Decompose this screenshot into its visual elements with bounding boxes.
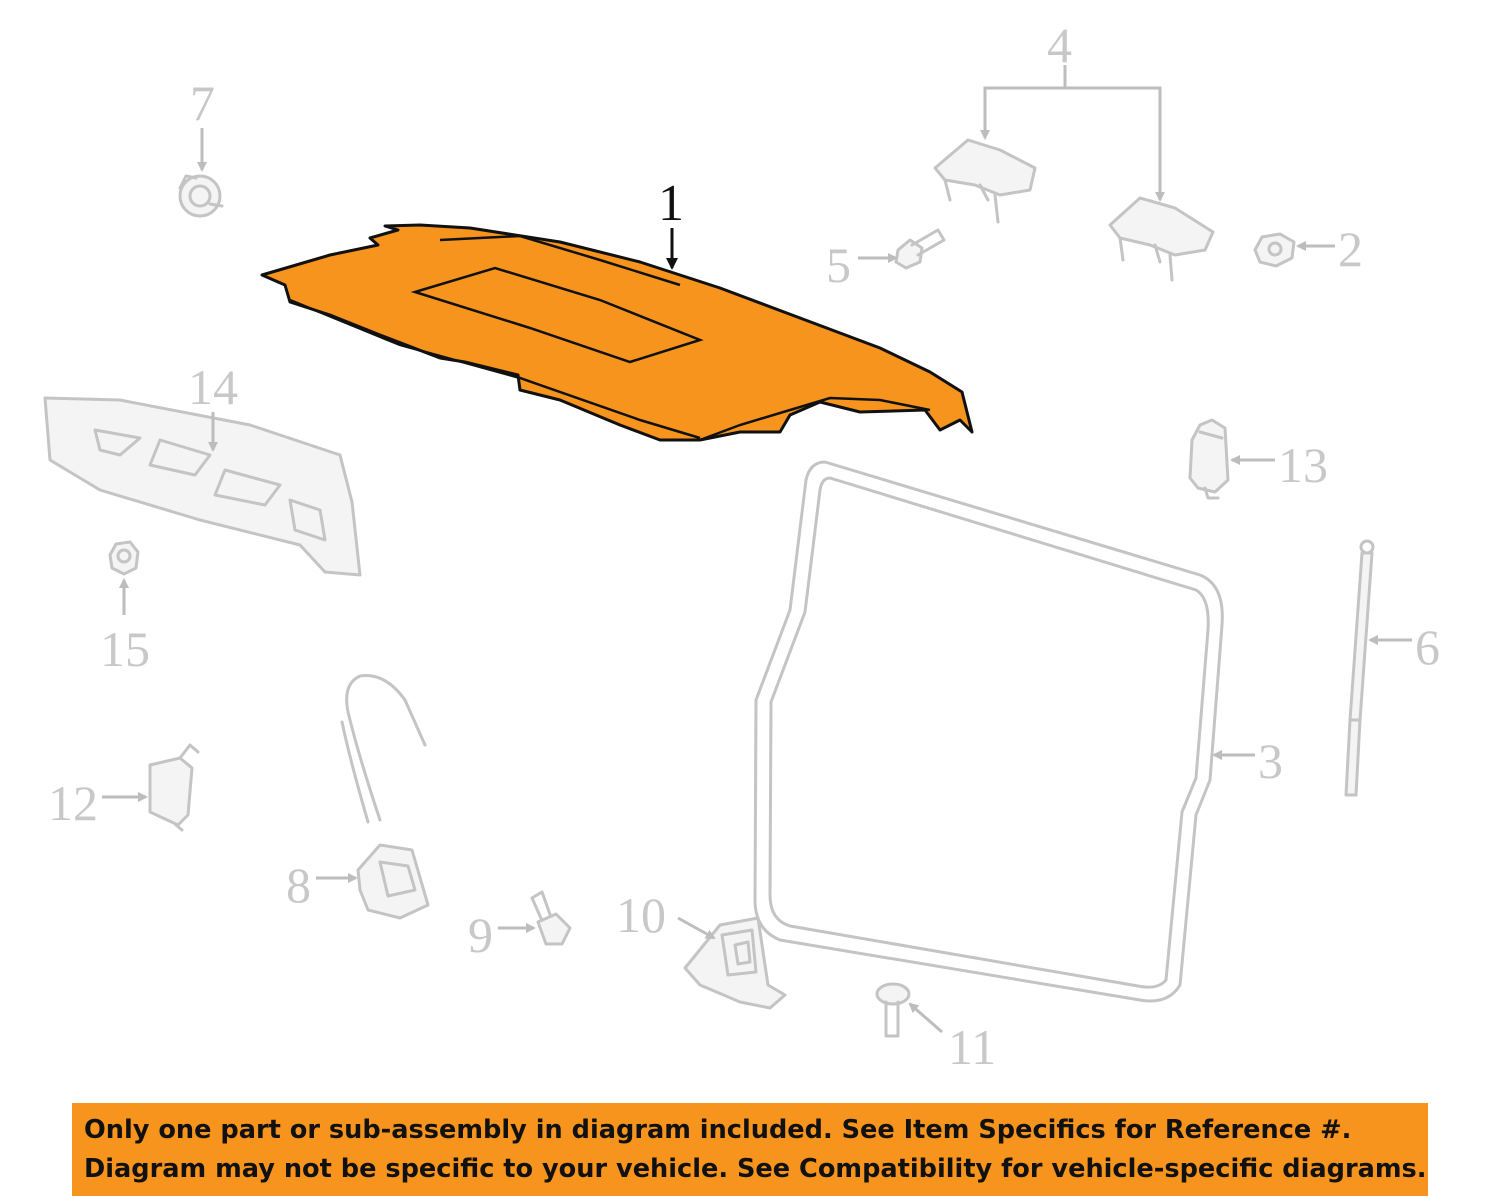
- disclaimer-line-1: Only one part or sub-assembly in diagram…: [84, 1115, 1352, 1145]
- callout-8-label: 8: [286, 857, 311, 913]
- part-1-trim-panel[interactable]: [260, 223, 974, 442]
- part-15-nut[interactable]: [108, 540, 140, 576]
- part-13-bulb[interactable]: [1188, 418, 1230, 500]
- callout-13-label: 13: [1278, 437, 1328, 493]
- disclaimer-banner: Only one part or sub-assembly in diagram…: [72, 1103, 1428, 1196]
- callout-11-leader: [908, 1002, 943, 1034]
- part-2-nut[interactable]: [1253, 232, 1296, 268]
- part-5-bolt[interactable]: [894, 228, 946, 270]
- callout-14-label: 14: [188, 359, 238, 415]
- callout-10-leader: [677, 916, 716, 940]
- callout-10-label: 10: [616, 887, 666, 943]
- part-14-nameplate[interactable]: [43, 396, 362, 577]
- parts-diagram: 1 4 5 2 7 14 15: [43, 17, 1440, 1075]
- part-3-weatherstrip[interactable]: [753, 460, 1224, 1003]
- part-11-bolt[interactable]: [875, 982, 911, 1038]
- callout-6-label: 6: [1415, 619, 1440, 675]
- part-9-bolt[interactable]: [530, 890, 572, 946]
- callout-5-label: 5: [826, 237, 851, 293]
- callout-7-label: 7: [190, 75, 215, 131]
- callout-3-label: 3: [1258, 733, 1283, 789]
- callout-1-label: 1: [658, 175, 684, 232]
- part-10-striker[interactable]: [683, 916, 787, 1010]
- callout-15-label: 15: [100, 621, 150, 677]
- callout-11-label: 11: [948, 1019, 996, 1075]
- callout-4-label: 4: [1047, 17, 1072, 73]
- callout-4-leader: [983, 86, 1162, 200]
- callout-12-label: 12: [48, 775, 98, 831]
- part-8-latch[interactable]: [340, 674, 430, 920]
- part-7-clip[interactable]: [178, 174, 224, 218]
- callout-9-label: 9: [468, 907, 493, 963]
- part-12-switch[interactable]: [148, 743, 200, 832]
- disclaimer-line-2: Diagram may not be specific to your vehi…: [84, 1154, 1427, 1184]
- callout-2-label: 2: [1338, 221, 1363, 277]
- part-4-hinges[interactable]: [933, 138, 1215, 282]
- part-6-lift-support[interactable]: [1344, 539, 1375, 797]
